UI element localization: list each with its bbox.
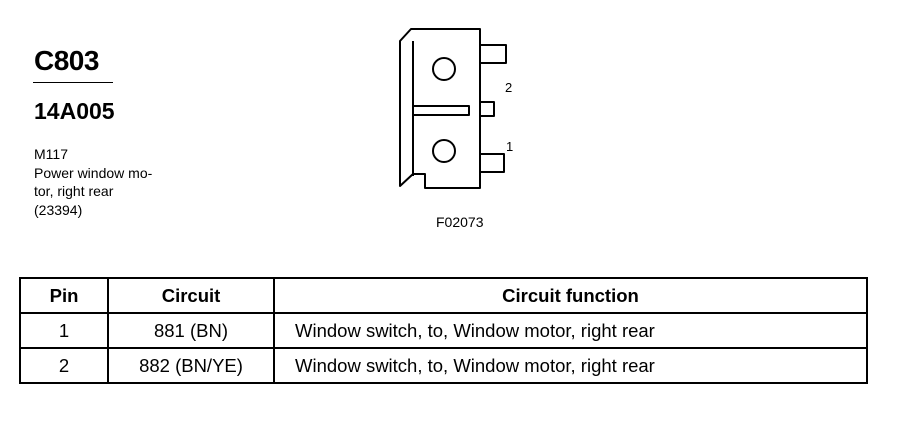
pin-cell: 2 bbox=[19, 347, 109, 384]
table-header-row: Pin Circuit Circuit function bbox=[19, 277, 868, 314]
pin-table: Pin Circuit Circuit function 1 881 (BN) … bbox=[19, 277, 868, 384]
description-line: tor, right rear bbox=[34, 183, 114, 199]
description-line: M117 bbox=[34, 146, 68, 162]
table-row: 2 882 (BN/YE) Window switch, to, Window … bbox=[19, 347, 868, 384]
figure-id: F02073 bbox=[436, 214, 484, 230]
column-header-circuit: Circuit bbox=[107, 277, 275, 314]
terminal-cavity bbox=[432, 139, 456, 163]
column-header-pin: Pin bbox=[19, 277, 109, 314]
description-line: (23394) bbox=[34, 201, 83, 218]
terminal-tab bbox=[479, 153, 505, 173]
circuit-function-cell: Window switch, to, Window motor, right r… bbox=[273, 347, 868, 384]
circuit-cell: 882 (BN/YE) bbox=[107, 347, 275, 384]
pin-cell: 1 bbox=[19, 312, 109, 349]
terminal-tab bbox=[479, 101, 495, 117]
circuit-cell: 881 (BN) bbox=[107, 312, 275, 349]
title-underline bbox=[33, 82, 113, 83]
key-slot bbox=[412, 105, 470, 116]
connector-description: M117 Power window mo- tor, right rear (2… bbox=[34, 145, 152, 219]
pin-label-2: 2 bbox=[505, 80, 512, 95]
terminal-tab bbox=[479, 44, 507, 64]
connector-diagram: 2 1 bbox=[399, 28, 513, 189]
connector-id: C803 bbox=[34, 45, 99, 76]
connector-body-outline bbox=[399, 28, 481, 189]
circuit-function-cell: Window switch, to, Window motor, right r… bbox=[273, 312, 868, 349]
description-line: Power window mo- bbox=[34, 164, 153, 181]
pin-label-1: 1 bbox=[506, 139, 513, 154]
terminal-cavity bbox=[432, 57, 456, 81]
part-number: 14A005 bbox=[34, 98, 115, 124]
column-header-circuit-function: Circuit function bbox=[273, 277, 868, 314]
table-row: 1 881 (BN) Window switch, to, Window mot… bbox=[19, 312, 868, 349]
